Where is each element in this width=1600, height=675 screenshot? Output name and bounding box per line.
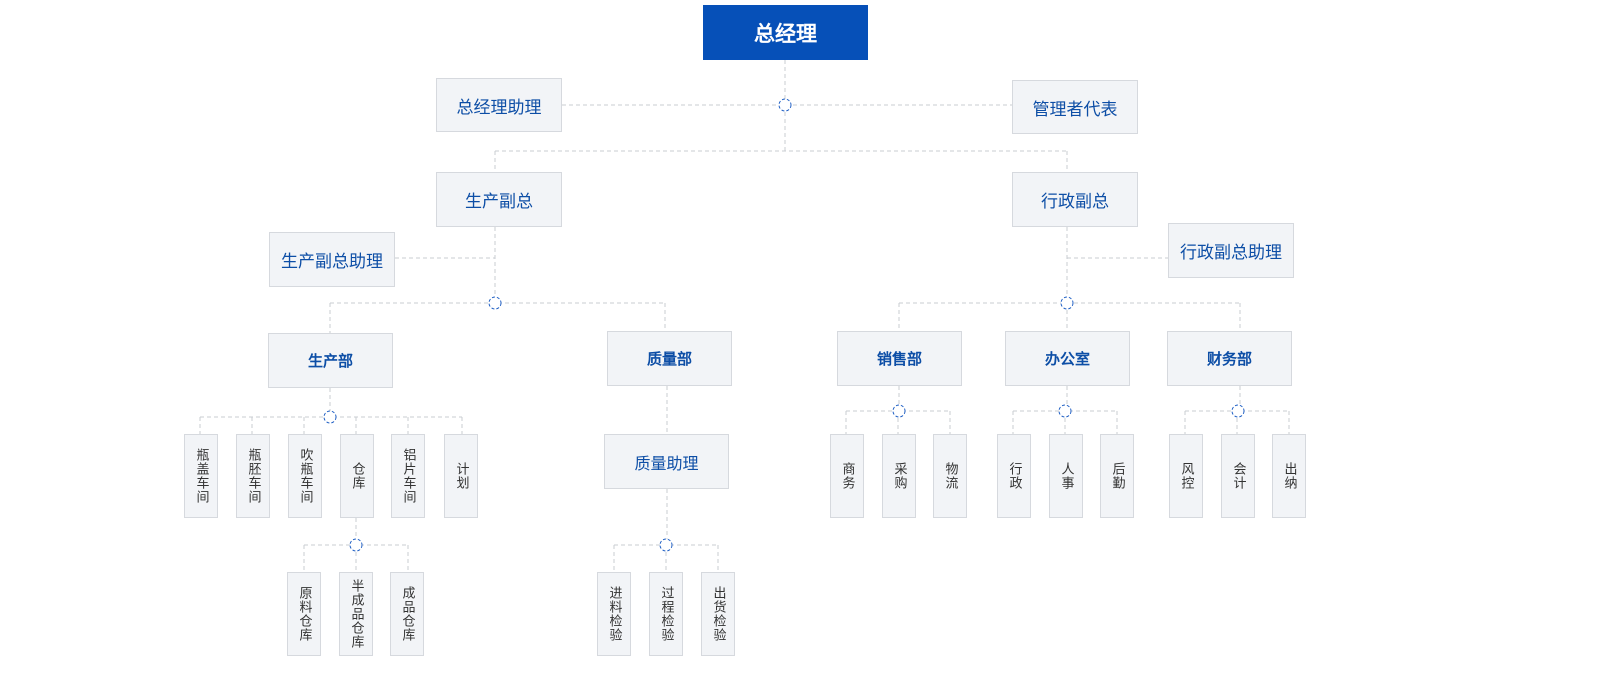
unit-box: 商务 <box>830 434 864 518</box>
unit-box: 进料检验 <box>597 572 631 656</box>
unit-box: 铝片车间 <box>391 434 425 518</box>
unit-box: 出货检验 <box>701 572 735 656</box>
junction-node <box>1058 404 1072 418</box>
dept-quality-box: 质量部 <box>607 331 732 386</box>
unit-box: 行政 <box>997 434 1031 518</box>
dept-production-box: 生产部 <box>268 333 393 388</box>
unit-box: 瓶胚车间 <box>236 434 270 518</box>
unit-box: 瓶盖车间 <box>184 434 218 518</box>
unit-box: 半成品仓库 <box>339 572 373 656</box>
junction-node <box>488 296 502 310</box>
ceo-assistant-box: 总经理助理 <box>436 78 562 132</box>
prod-vp-assistant-box: 生产副总助理 <box>269 232 395 287</box>
junction-node <box>349 538 363 552</box>
unit-box: 计划 <box>444 434 478 518</box>
admin-vp-box: 行政副总 <box>1012 172 1138 227</box>
unit-box: 人事 <box>1049 434 1083 518</box>
quality-assistant-box: 质量助理 <box>604 434 729 489</box>
junction-node <box>659 538 673 552</box>
prod-vp-box: 生产副总 <box>436 172 562 227</box>
junction-node <box>1060 296 1074 310</box>
unit-box: 风控 <box>1169 434 1203 518</box>
junction-node <box>892 404 906 418</box>
unit-box: 仓库 <box>340 434 374 518</box>
dept-sales-box: 销售部 <box>837 331 962 386</box>
unit-box: 出纳 <box>1272 434 1306 518</box>
junction-node <box>778 98 792 112</box>
junction-node <box>323 410 337 424</box>
ceo-box: 总经理 <box>703 5 868 60</box>
admin-vp-assistant-box: 行政副总助理 <box>1168 223 1294 278</box>
mgmt-rep-box: 管理者代表 <box>1012 80 1138 134</box>
dept-finance-box: 财务部 <box>1167 331 1292 386</box>
unit-box: 原料仓库 <box>287 572 321 656</box>
unit-box: 过程检验 <box>649 572 683 656</box>
unit-box: 吹瓶车间 <box>288 434 322 518</box>
unit-box: 采购 <box>882 434 916 518</box>
unit-box: 物流 <box>933 434 967 518</box>
junction-node <box>1231 404 1245 418</box>
dept-office-box: 办公室 <box>1005 331 1130 386</box>
unit-box: 会计 <box>1221 434 1255 518</box>
unit-box: 成品仓库 <box>390 572 424 656</box>
unit-box: 后勤 <box>1100 434 1134 518</box>
